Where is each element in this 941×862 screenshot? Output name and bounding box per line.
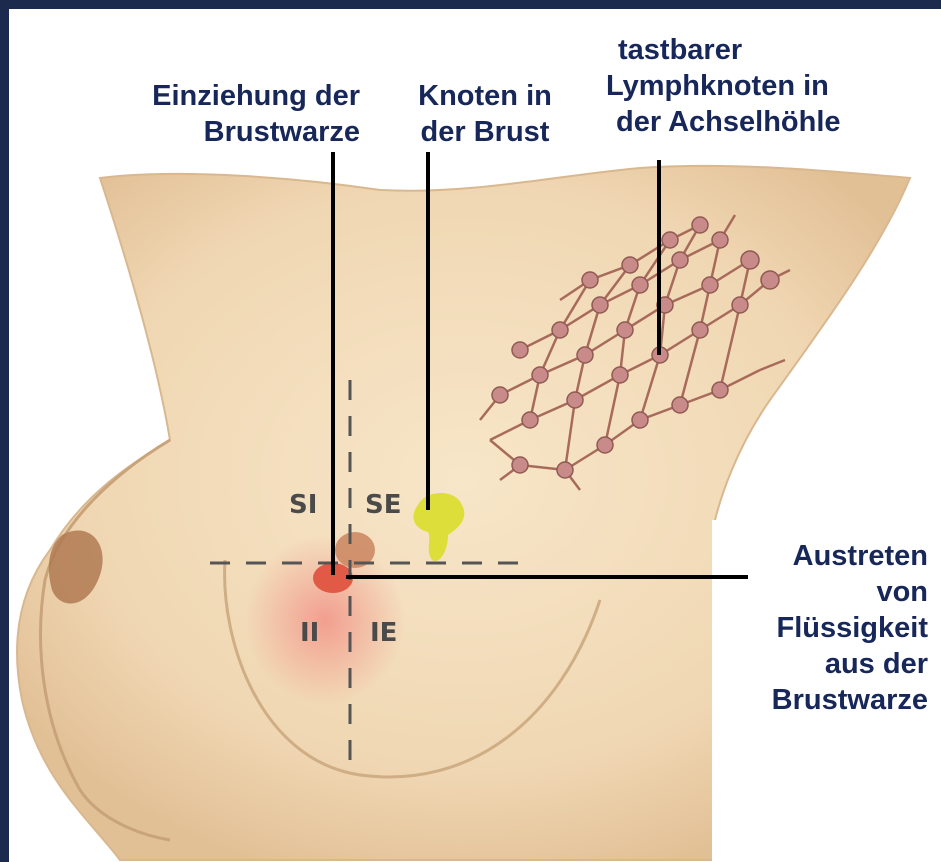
label-nipple-retraction-line1: Einziehung der bbox=[70, 78, 360, 114]
label-discharge-line2: von bbox=[712, 574, 928, 610]
label-nipple-retraction-line2: Brustwarze bbox=[70, 114, 360, 150]
quadrant-si-label: SI bbox=[289, 490, 317, 520]
label-discharge-line3: Flüssigkeit bbox=[712, 610, 928, 646]
label-lymph-nodes: tastbarer Lymphknoten in der Achselhöhle bbox=[606, 32, 926, 140]
label-breast-lump: Knoten in der Brust bbox=[385, 78, 585, 150]
label-lymph-nodes-line3: der Achselhöhle bbox=[606, 104, 926, 140]
label-discharge-line1: Austreten bbox=[712, 538, 928, 574]
label-discharge-line5: Brustwarze bbox=[712, 682, 928, 718]
quadrant-ie-label: IE bbox=[370, 618, 397, 648]
label-breast-lump-line2: der Brust bbox=[385, 114, 585, 150]
label-discharge-line4: aus der bbox=[712, 646, 928, 682]
quadrant-ii-label: II bbox=[300, 618, 319, 648]
quadrant-se-label: SE bbox=[365, 490, 402, 520]
label-breast-lump-line1: Knoten in bbox=[385, 78, 585, 114]
label-discharge: Austreten von Flüssigkeit aus der Brustw… bbox=[712, 538, 928, 718]
label-lymph-nodes-line1: tastbarer bbox=[606, 32, 926, 68]
label-nipple-retraction: Einziehung der Brustwarze bbox=[70, 78, 360, 150]
label-lymph-nodes-line2: Lymphknoten in bbox=[606, 68, 926, 104]
